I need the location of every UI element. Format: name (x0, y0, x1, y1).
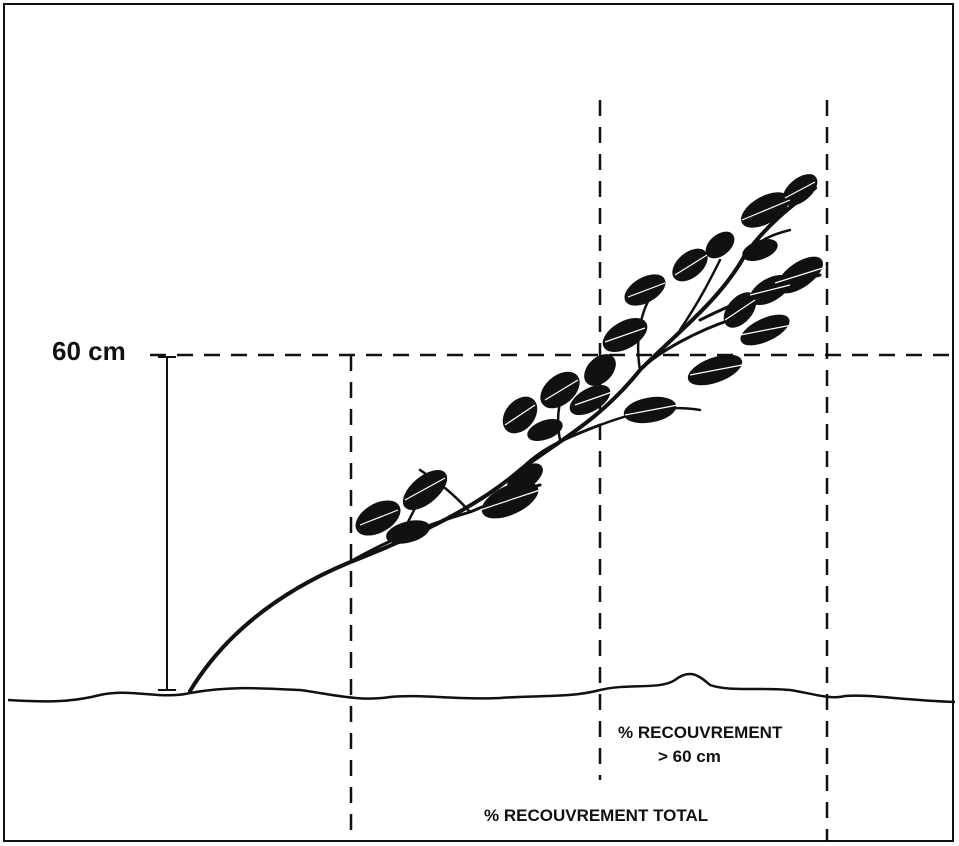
tree-trunk (188, 186, 817, 693)
cover-above-60-label: % RECOUVREMENT > 60 cm (618, 721, 782, 769)
tree-illustration (188, 186, 822, 693)
foliage-veins (359, 181, 827, 526)
height-label: 60 cm (52, 336, 126, 366)
diagram-frame (3, 3, 954, 842)
tree-foliage (355, 174, 823, 544)
cover-total-label: % RECOUVREMENT TOTAL (484, 806, 709, 825)
cover-above-60-line1: % RECOUVREMENT (618, 723, 783, 742)
ground-line (7, 672, 956, 704)
cover-above-60-line2: > 60 cm (658, 747, 721, 766)
